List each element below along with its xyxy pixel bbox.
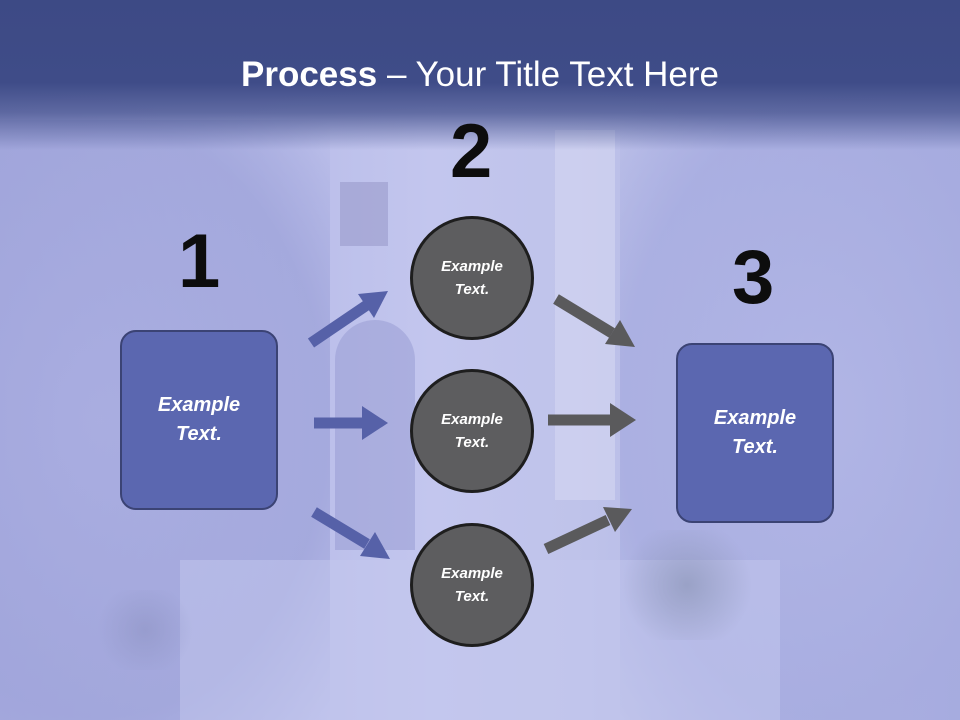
step-2-circle-bottom[interactable]: Example Text. [410,523,534,647]
arrow-top-to-3 [553,294,635,347]
step-2-circle-top[interactable]: Example Text. [410,216,534,340]
title-rest: – Your Title Text Here [377,55,719,94]
step-1-box-line1: Example [157,394,241,416]
step-3-box[interactable]: Example Text. [676,343,834,523]
step-3-box-line1: Example [713,407,797,429]
circle-bottom-line2: Text. [454,588,490,605]
step-number-3: 3 [732,235,775,320]
arrow-bottom-to-3 [543,507,632,554]
plant-right [612,530,762,640]
circle-middle-line2: Text. [454,434,490,451]
step-2-circle-middle[interactable]: Example Text. [410,369,534,493]
step-3-box-line2: Text. [732,436,778,458]
title-bar [0,0,960,150]
slide-title: Process – Your Title Text Here [0,52,960,98]
step-1-box-line2: Text. [176,423,222,445]
circle-bottom-line1: Example [441,565,503,582]
arrow-1-to-middle [314,406,388,440]
doorway [335,320,415,550]
circle-top-line1: Example [441,258,503,275]
plant-left [90,590,200,670]
arrow-1-to-bottom [311,507,390,559]
circle-top-line2: Text. [454,281,490,298]
arrow-1-to-top [307,291,388,348]
arrow-middle-to-3 [548,403,636,437]
title-bold: Process [241,55,378,94]
step-1-box[interactable]: Example Text. [120,330,278,510]
step-number-2: 2 [450,109,493,194]
step-number-1: 1 [178,219,221,304]
circle-middle-line1: Example [441,411,503,428]
window [340,182,388,246]
